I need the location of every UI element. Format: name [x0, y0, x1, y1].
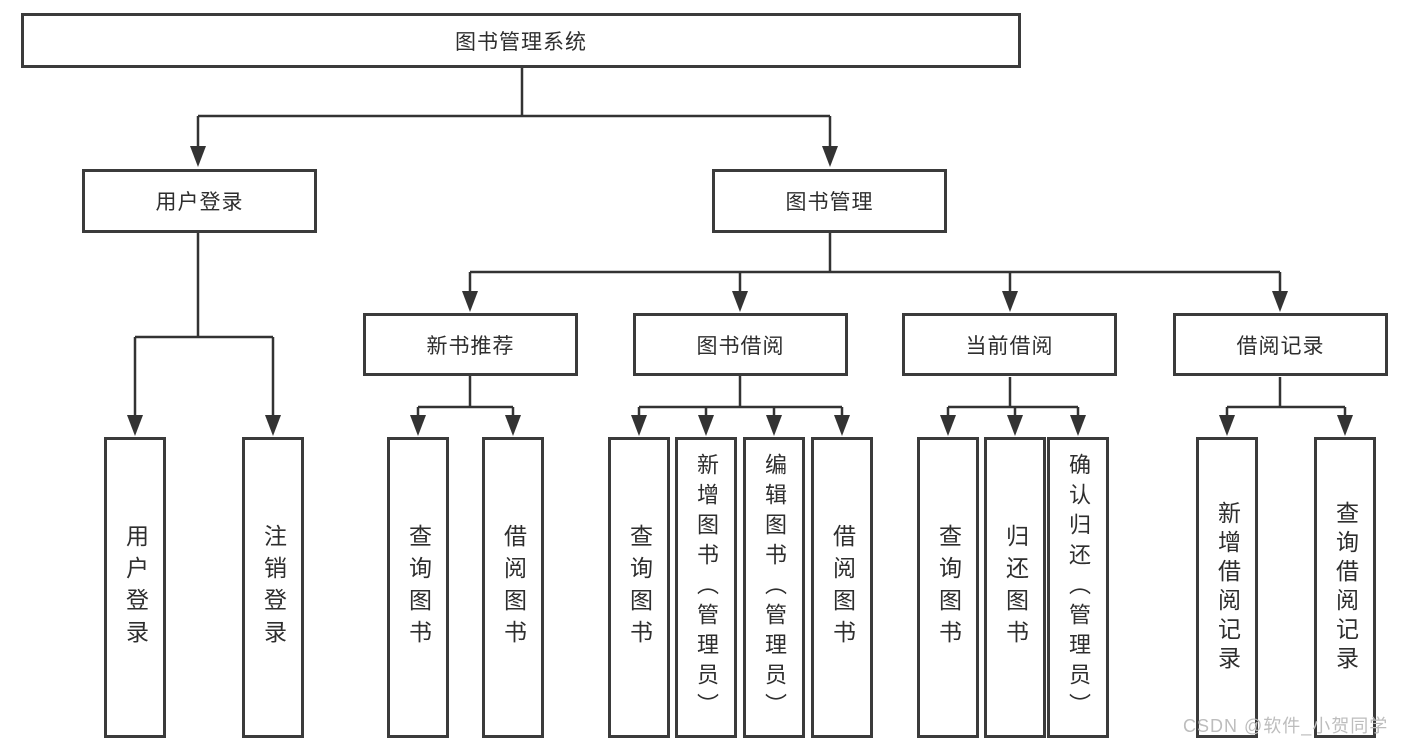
leaf-label: 查询借阅记录 — [1332, 500, 1359, 675]
connector-user-login-children — [127, 233, 281, 436]
arrow-down-icon — [1002, 291, 1018, 312]
node-leaf-query-books-current: 查询图书 — [917, 437, 979, 738]
arrow-down-icon — [834, 415, 850, 436]
node-borrow-records: 借阅记录 — [1173, 313, 1388, 376]
leaf-label: 查询图书 — [405, 523, 432, 652]
arrow-down-icon — [1337, 415, 1353, 436]
connector-book-borrowing-children — [631, 376, 850, 436]
node-current-borrowing-label: 当前借阅 — [965, 334, 1054, 358]
node-root-label: 图书管理系统 — [455, 30, 587, 54]
node-leaf-edit-books-admin: 编辑图书（管理员） — [743, 437, 805, 738]
leaf-label: 归还图书 — [1002, 523, 1029, 652]
leaf-label: 注销登录 — [260, 523, 287, 652]
arrow-down-icon — [1007, 415, 1023, 436]
node-leaf-borrow-books-borrowing: 借阅图书 — [811, 437, 873, 738]
node-book-borrowing-label: 图书借阅 — [696, 334, 785, 358]
arrow-down-icon — [631, 415, 647, 436]
arrow-down-icon — [462, 291, 478, 312]
connector-root-to-level2 — [190, 68, 838, 167]
arrow-down-icon — [505, 415, 521, 436]
node-new-books: 新书推荐 — [363, 313, 578, 376]
leaf-label: 编辑图书（管理员） — [762, 452, 787, 723]
node-book-borrowing: 图书借阅 — [633, 313, 848, 376]
leaf-label: 用户登录 — [122, 523, 149, 652]
leaf-label: 确认归还（管理员） — [1066, 452, 1091, 723]
leaf-label: 查询图书 — [626, 523, 653, 652]
node-leaf-borrow-books-newbooks: 借阅图书 — [482, 437, 544, 738]
csdn-watermark: CSDN @软件_小贺同学 — [1183, 716, 1389, 736]
node-leaf-query-borrow-record: 查询借阅记录 — [1314, 437, 1376, 738]
node-leaf-add-borrow-record: 新增借阅记录 — [1196, 437, 1258, 738]
leaf-label: 查询图书 — [935, 523, 962, 652]
connector-current-borrowing-children — [940, 377, 1086, 436]
arrow-down-icon — [822, 146, 838, 167]
arrow-down-icon — [732, 291, 748, 312]
connector-borrow-records-children — [1219, 377, 1353, 436]
node-book-management: 图书管理 — [712, 169, 947, 233]
arrow-down-icon — [1070, 415, 1086, 436]
node-leaf-logout: 注销登录 — [242, 437, 304, 738]
node-leaf-query-books-newbooks: 查询图书 — [387, 437, 449, 738]
node-book-management-label: 图书管理 — [785, 191, 874, 214]
node-user-login: 用户登录 — [82, 169, 317, 233]
leaf-label: 借阅图书 — [829, 523, 856, 652]
node-leaf-query-books-borrowing: 查询图书 — [608, 437, 670, 738]
node-leaf-confirm-return-admin: 确认归还（管理员） — [1047, 437, 1109, 738]
leaf-label: 新增图书（管理员） — [694, 452, 719, 723]
arrow-down-icon — [127, 415, 143, 436]
connector-new-books-children — [410, 376, 521, 436]
node-current-borrowing: 当前借阅 — [902, 313, 1117, 376]
node-leaf-return-books: 归还图书 — [984, 437, 1046, 738]
arrow-down-icon — [265, 415, 281, 436]
leaf-label: 借阅图书 — [500, 523, 527, 652]
arrow-down-icon — [1272, 291, 1288, 312]
node-root: 图书管理系统 — [21, 13, 1021, 68]
connector-book-management-children — [462, 233, 1288, 312]
arrow-down-icon — [410, 415, 426, 436]
arrow-down-icon — [698, 415, 714, 436]
node-leaf-user-login: 用户登录 — [104, 437, 166, 738]
arrow-down-icon — [190, 146, 206, 167]
node-user-login-label: 用户登录 — [155, 191, 244, 214]
arrow-down-icon — [766, 415, 782, 436]
node-leaf-add-books-admin: 新增图书（管理员） — [675, 437, 737, 738]
arrow-down-icon — [1219, 415, 1235, 436]
arrow-down-icon — [940, 415, 956, 436]
node-new-books-label: 新书推荐 — [426, 334, 515, 358]
node-borrow-records-label: 借阅记录 — [1236, 334, 1325, 358]
leaf-label: 新增借阅记录 — [1214, 500, 1241, 675]
